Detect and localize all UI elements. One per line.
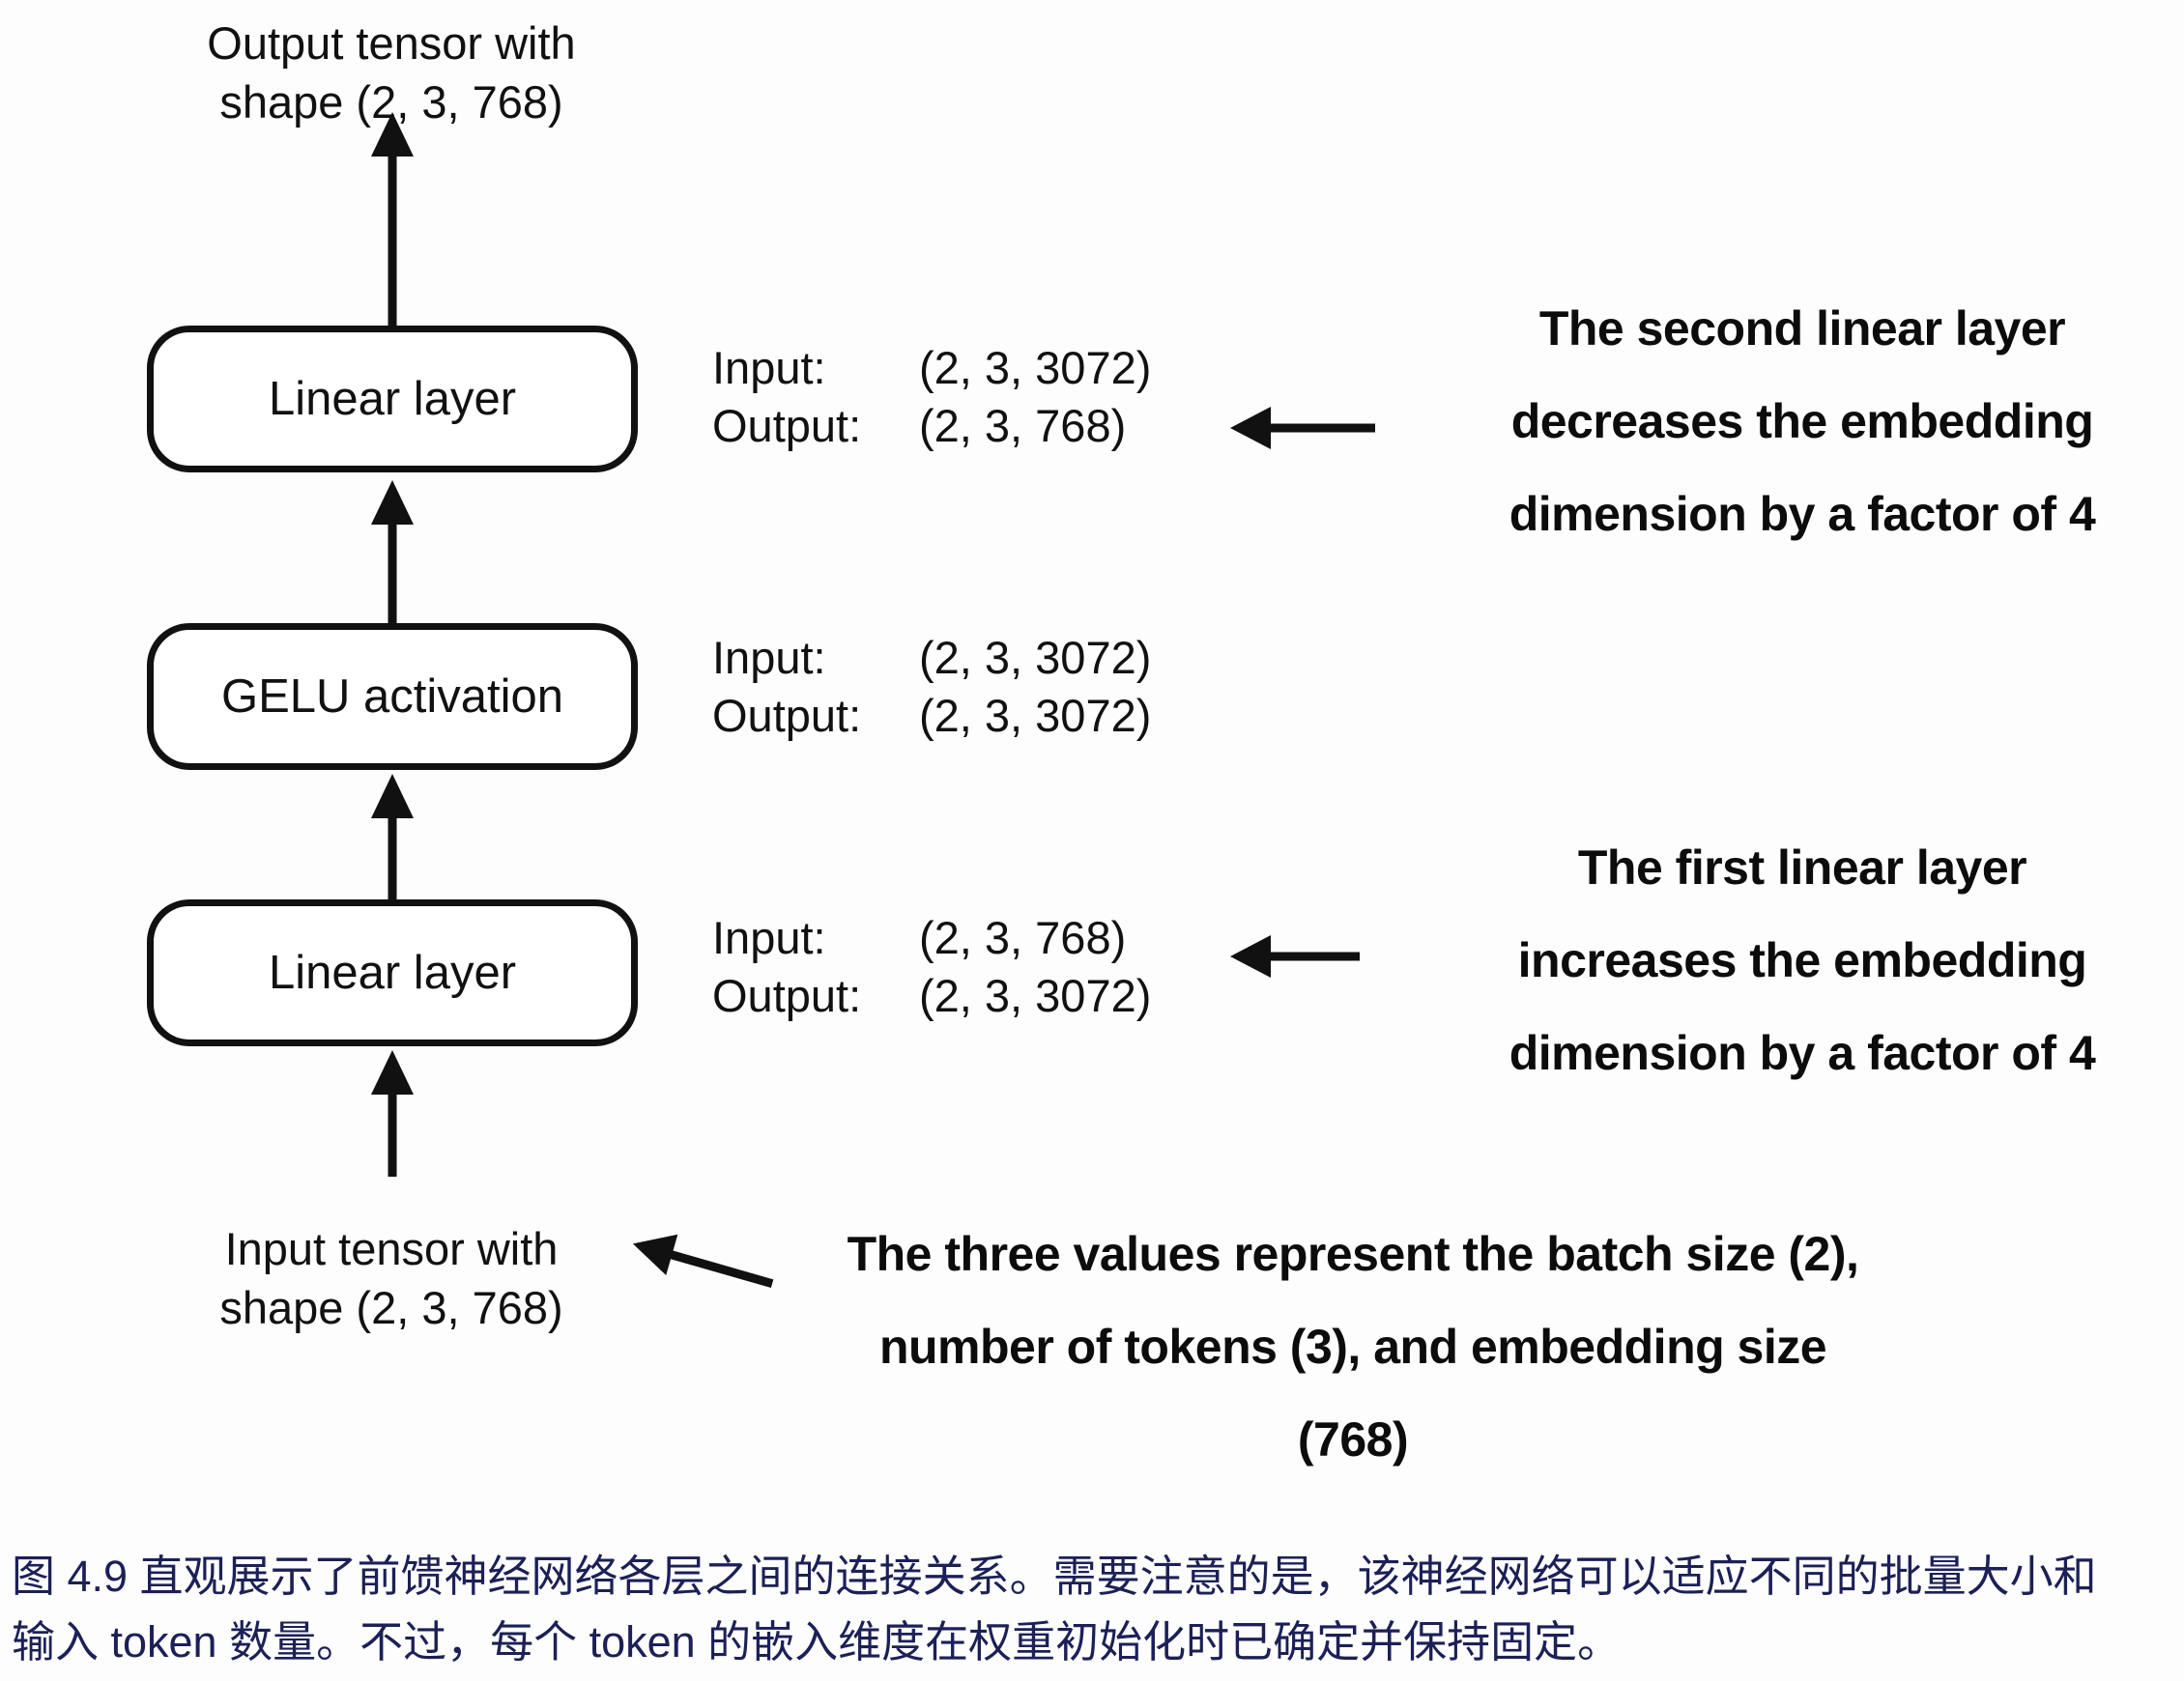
linear-layer-1-label: Linear layer: [268, 947, 517, 999]
input-tensor-label: Input tensor with shape (2, 3, 768): [219, 1223, 563, 1333]
up-arrow-gelu-to-linear2: [371, 480, 414, 623]
output-label: Output:: [712, 690, 862, 741]
input-label: Input:: [712, 342, 826, 393]
input-shape: (2, 3, 768): [919, 912, 1127, 963]
output-shape: (2, 3, 768): [919, 400, 1127, 451]
io-shapes-linear1: Input: (2, 3, 768) Output: (2, 3, 3072): [712, 909, 1151, 1025]
left-arrow-second-linear: [1230, 407, 1375, 449]
left-arrowhead-icon: [1230, 935, 1271, 978]
linear-layer-2-box: Linear layer: [147, 326, 638, 472]
input-label: Input:: [712, 632, 826, 683]
output-label: Output:: [712, 970, 862, 1021]
up-arrowhead-icon: [371, 1050, 414, 1095]
up-arrowhead-icon: [371, 480, 414, 525]
gelu-activation-box: GELU activation: [147, 623, 638, 770]
input-shape: (2, 3, 3072): [919, 632, 1152, 683]
input-label: Input:: [712, 912, 826, 963]
left-arrow-first-linear: [1230, 935, 1360, 978]
io-shapes-linear2: Input: (2, 3, 3072) Output: (2, 3, 768): [712, 339, 1151, 455]
linear-layer-2-label: Linear layer: [268, 373, 517, 425]
output-shape: (2, 3, 3072): [919, 690, 1152, 741]
annotation-second-linear: The second linear layer decreases the em…: [1509, 301, 2096, 541]
output-label: Output:: [712, 400, 862, 451]
io-shapes-gelu: Input: (2, 3, 3072) Output: (2, 3, 3072): [712, 629, 1151, 745]
output-shape: (2, 3, 3072): [919, 970, 1152, 1021]
up-arrow-input-to-linear1: [371, 1050, 414, 1177]
linear-layer-1-box: Linear layer: [147, 899, 638, 1046]
gelu-activation-label: GELU activation: [220, 670, 564, 723]
up-arrow-to-output: [371, 112, 414, 326]
figure-caption: 图 4.9 直观展示了前馈神经网络各层之间的连接关系。需要注意的是，该神经网络可…: [12, 1552, 2097, 1667]
up-arrow-linear1-to-gelu: [371, 774, 414, 899]
input-shape: (2, 3, 3072): [919, 342, 1152, 393]
up-arrowhead-icon: [371, 112, 414, 157]
diagonal-arrow-input-tensor: [626, 1223, 778, 1304]
annotation-tensor-shape: The three values represent the batch siz…: [847, 1227, 1859, 1467]
annotation-first-linear: The first linear layer increases the emb…: [1509, 840, 2096, 1080]
left-arrowhead-icon: [1230, 407, 1271, 449]
up-arrowhead-icon: [371, 774, 414, 818]
